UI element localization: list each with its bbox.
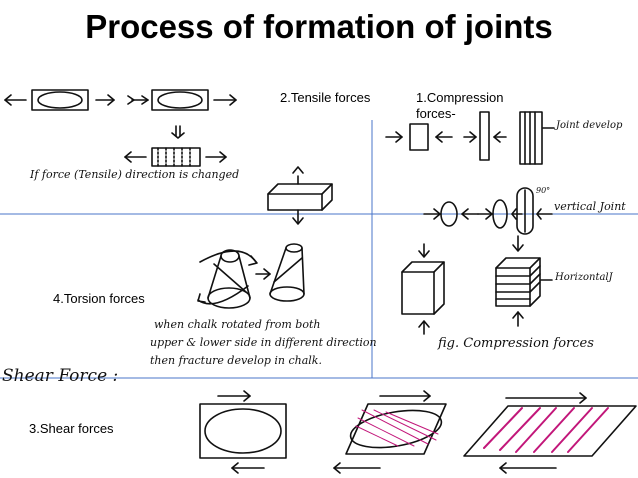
shear-forces-label: 3.Shear forces [29, 421, 114, 436]
torsion-cone-2 [269, 243, 305, 302]
compression-layered-block [495, 235, 553, 327]
compression-row-1 [385, 111, 555, 165]
compression-caption: fig. Compression forces [438, 336, 594, 351]
compression-row-2 [423, 187, 553, 235]
torsion-note-line-1: when chalk rotated from both [154, 318, 321, 331]
tensile-block-1 [31, 89, 89, 111]
torsion-cone-1 [197, 249, 258, 309]
torsion-note-line-2: upper & lower side in different directio… [150, 336, 377, 349]
tensile-note: If force (Tensile) direction is changed [30, 168, 240, 181]
torsion-arrow [255, 268, 271, 280]
tensile-block-3 [124, 147, 227, 167]
page-title: Process of formation of joints [85, 8, 553, 45]
tensile-3d-block [267, 166, 333, 225]
shear-force-heading: Shear Force : [2, 366, 119, 386]
horizontal-joint-note: HorizontalJ [555, 272, 613, 283]
compression-forces-label: 1.Compression forces- [416, 90, 504, 121]
tensile-down-arrow [171, 125, 185, 139]
torsion-note-line-3: then fracture develop in chalk. [150, 354, 322, 367]
tensile-forces-label: 2.Tensile forces [280, 90, 371, 105]
shear-block-1 [199, 390, 287, 474]
tensile-block-2 [151, 89, 237, 111]
shear-block-2 [333, 390, 447, 474]
shear-block-3 [463, 392, 637, 474]
joint-develop-note: Joint develop [556, 120, 623, 131]
vertical-joint-note: vertical Joint [554, 200, 626, 213]
torsion-forces-label: 4.Torsion forces [53, 291, 145, 306]
compression-cube [401, 243, 445, 335]
tensile-arrows-1 [4, 94, 149, 106]
degree-mark: 90° [536, 186, 551, 195]
